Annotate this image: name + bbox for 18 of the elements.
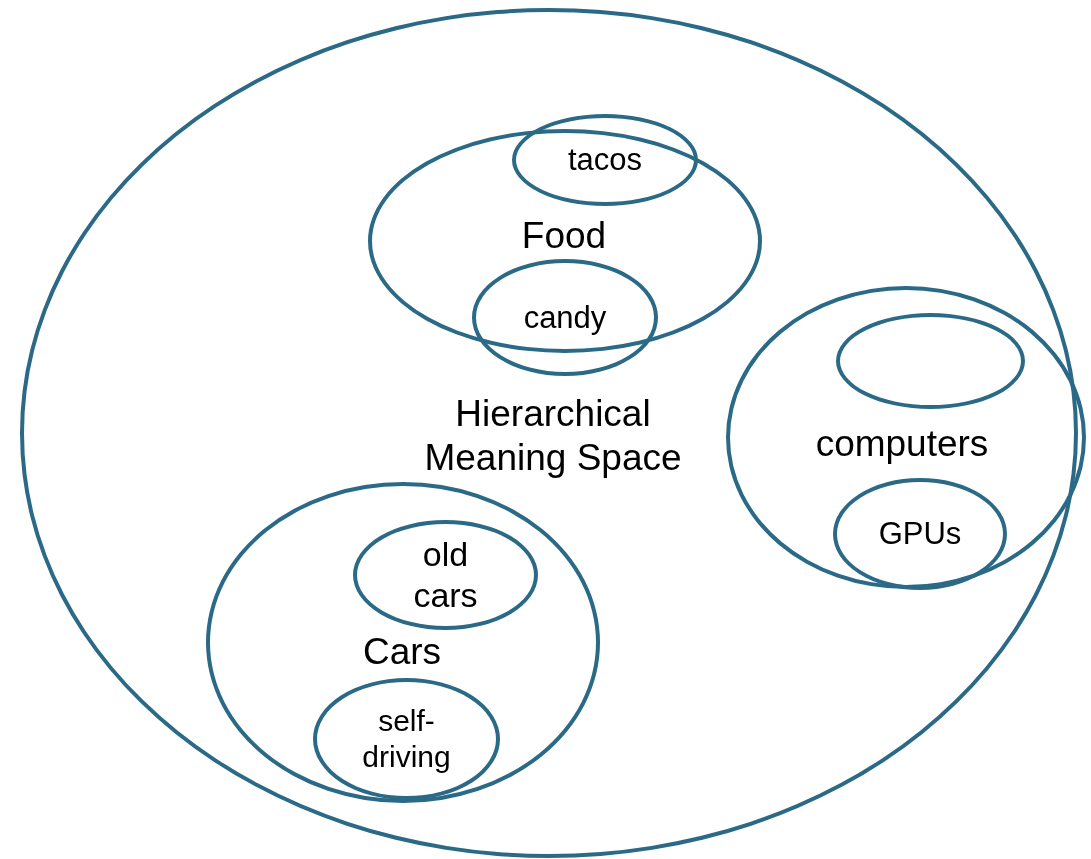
ellipse xyxy=(833,478,1007,590)
item-label: tacos xyxy=(566,141,644,179)
category-label: computers xyxy=(814,421,990,466)
item-label: old cars xyxy=(412,534,479,616)
ellipse xyxy=(313,678,500,800)
category-ellipse xyxy=(726,286,1086,589)
item-label: self-driving xyxy=(361,703,452,775)
ellipse xyxy=(472,259,658,376)
category-label: Hierarchical Meaning Space xyxy=(423,391,683,480)
category-label: Cars xyxy=(361,629,443,674)
ellipse xyxy=(353,520,538,630)
ellipse xyxy=(512,114,698,206)
category-ellipse xyxy=(206,482,600,803)
ellipse xyxy=(836,313,1025,409)
item-label: candy xyxy=(522,298,608,337)
category-ellipse xyxy=(368,129,762,353)
item-label: GPUs xyxy=(877,515,963,553)
item-label: Food xyxy=(520,213,608,258)
